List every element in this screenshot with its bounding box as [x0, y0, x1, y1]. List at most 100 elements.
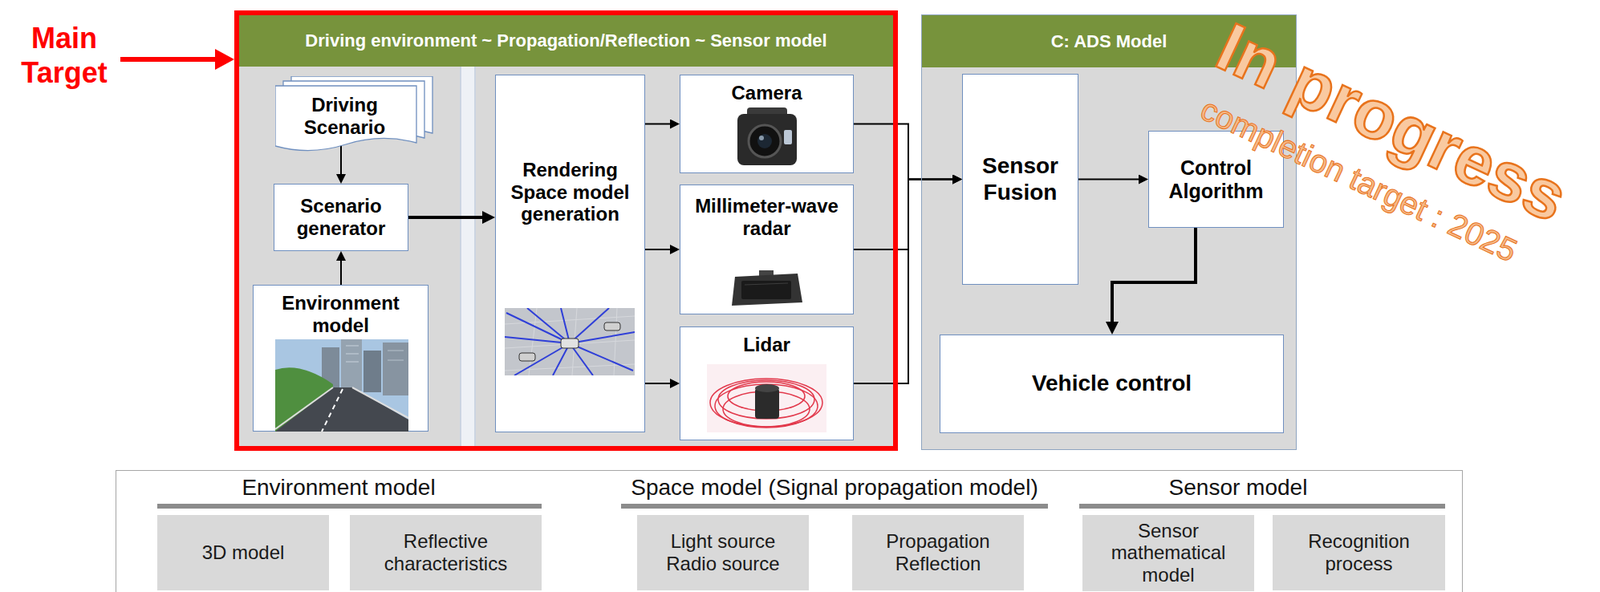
camera-image-part	[737, 113, 797, 166]
connector-arrow	[1112, 227, 1196, 322]
box-label: Vehicle control	[1031, 370, 1192, 397]
target-frame: Driving ScenarioScenario generator Envir…	[234, 10, 898, 451]
lidar-image-part	[755, 384, 780, 393]
ray-tracing-image-part	[504, 308, 635, 376]
sensor-box: Millimeter-wave radar	[679, 184, 854, 315]
document-page	[275, 85, 417, 151]
box-label: Sensor Fusion	[970, 153, 1071, 205]
sensor-box: Lidar	[679, 326, 854, 441]
street-scene-image-part	[345, 353, 359, 355]
box-label: Rendering Space model generation	[502, 158, 638, 226]
camera-image-part	[759, 135, 764, 141]
lidar-image-part	[706, 364, 827, 433]
lidar-image-part	[755, 388, 780, 419]
process-box: Scenario generator	[273, 183, 409, 252]
box-label: Light source Radio source	[661, 530, 786, 575]
legend-frame: 3D model Reflective characteristics Light …	[115, 470, 1463, 592]
heading-bar	[621, 503, 1048, 509]
category-box: Reflective characteristics	[349, 515, 542, 591]
category-box: Sensor mathematical model	[1082, 515, 1255, 592]
process-box: Sensor Fusion	[962, 73, 1079, 285]
connector-arrow	[408, 215, 483, 220]
street-scene-image-part	[352, 387, 409, 419]
camera-image	[730, 105, 803, 170]
camera-image-part	[757, 134, 772, 149]
camera-image-part	[783, 129, 792, 145]
box-label: Propagation Reflection	[872, 530, 1005, 575]
group-heading: Sensor model	[973, 474, 1503, 502]
radar-image-part	[744, 283, 788, 285]
street-scene-image-part	[363, 350, 382, 393]
box-label: Sensor mathematical model	[1090, 519, 1247, 587]
callout-arrow	[120, 56, 217, 62]
connector-arrow	[645, 382, 671, 385]
street-scene-image-part	[345, 345, 359, 347]
separator-line	[460, 66, 462, 447]
callout-label: Main Target	[14, 20, 114, 90]
street-scene-image-part	[387, 350, 404, 352]
heading-bar	[157, 503, 542, 509]
street-scene-image-part	[345, 361, 359, 363]
connector-arrow	[853, 179, 953, 251]
street-scene-image-part	[382, 342, 409, 396]
connector-arrow	[1078, 178, 1139, 181]
ray-tracing-image-part	[604, 322, 621, 331]
group-heading: Environment model	[73, 474, 604, 502]
process-box: Vehicle control	[939, 334, 1284, 434]
process-box: Rendering Space model generation	[495, 74, 646, 433]
box-label: Lidar	[686, 333, 847, 357]
box-label: Camera	[686, 81, 847, 105]
connector-arrow	[340, 260, 342, 285]
document-shape: Driving Scenario	[275, 76, 434, 153]
camera-image-part	[748, 125, 781, 158]
box-label: Driving Scenario	[284, 93, 406, 139]
model-box: Environment model	[252, 284, 429, 432]
street-scene-image	[275, 339, 409, 432]
box-label: Recognition process	[1280, 530, 1438, 575]
ray-tracing-image-part	[519, 353, 536, 362]
radar-image	[726, 270, 806, 309]
category-box: Propagation Reflection	[852, 515, 1024, 591]
street-scene-image-part	[275, 387, 333, 430]
box-label: Reflective characteristics	[357, 530, 534, 575]
heading-bar	[1079, 503, 1446, 509]
callout-arrowhead	[215, 48, 235, 70]
header-bar: Driving environment ~ Propagation/Reflec…	[239, 15, 894, 67]
category-box: Light source Radio source	[637, 515, 809, 591]
box-label: 3D model	[202, 541, 285, 565]
ray-tracing-image-part	[560, 338, 579, 349]
connector-arrow	[645, 123, 671, 126]
box-label: Control Algorithm	[1156, 156, 1276, 204]
panel-title: Driving environment ~ Propagation/Reflec…	[304, 30, 827, 51]
box-label: Environment model	[259, 292, 422, 337]
lidar-image	[706, 364, 827, 433]
street-scene-image-part	[275, 387, 409, 432]
street-scene-image-part	[275, 339, 409, 432]
street-scene-image-part	[387, 360, 404, 362]
separator-line	[475, 66, 476, 447]
box-label: Scenario generator	[281, 194, 401, 240]
radar-image-part	[731, 273, 803, 306]
ray-tracing-image	[504, 308, 635, 376]
connector-arrow	[340, 145, 342, 175]
panel-title: C: ADS Model	[1051, 31, 1168, 52]
street-scene-image-part	[341, 339, 362, 391]
street-scene-image-part	[321, 389, 343, 432]
group-heading: Space model (Signal propagation model)	[569, 474, 1100, 502]
category-box: 3D model	[157, 515, 329, 591]
separator-strip	[459, 66, 476, 447]
ray-tracing-image-part	[504, 308, 635, 376]
grey-panel	[475, 66, 894, 447]
sensor-box: Camera	[679, 74, 854, 174]
connector-arrow	[853, 179, 953, 385]
connector-arrow	[853, 124, 953, 180]
ray-tracing-image-part	[504, 308, 635, 376]
grey-panel	[239, 66, 460, 447]
radar-image-part	[741, 280, 792, 300]
lidar-image-part	[718, 380, 815, 419]
lidar-image-part	[710, 378, 823, 427]
box-label: Millimeter-wave radar	[686, 194, 847, 240]
connector-arrow	[645, 248, 671, 251]
category-box: Recognition process	[1272, 515, 1446, 591]
